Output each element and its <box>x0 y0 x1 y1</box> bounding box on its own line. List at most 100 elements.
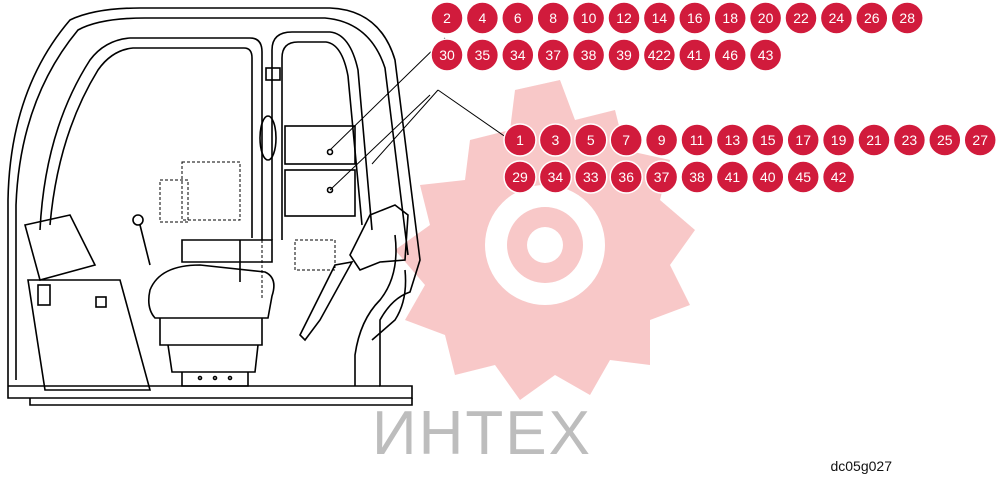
callout-badge-label: 22 <box>793 10 809 26</box>
callout-badge-label: 1 <box>516 132 524 148</box>
callout-badge-lower-33[interactable]: 33 <box>574 160 608 194</box>
callout-badge-label: 4 <box>479 10 487 26</box>
callout-badge-label: 26 <box>864 10 880 26</box>
callout-badge-lower-41[interactable]: 41 <box>715 160 750 194</box>
callout-badge-lower-37[interactable]: 37 <box>644 160 679 194</box>
callout-badge-label: 12 <box>616 10 632 26</box>
callout-badge-label: 38 <box>689 169 705 185</box>
callout-badge-label: 422 <box>648 47 672 63</box>
callout-badge-label: 43 <box>758 47 774 63</box>
callout-badge-label: 35 <box>475 47 491 63</box>
callout-badge-label: 17 <box>795 132 811 148</box>
callout-badge-lower-34[interactable]: 34 <box>538 160 573 194</box>
callout-badge-upper-28[interactable]: 28 <box>890 1 924 35</box>
callout-badge-label: 14 <box>652 10 668 26</box>
callout-badge-upper-422[interactable]: 422 <box>642 38 677 72</box>
callout-badge-upper-4[interactable]: 4 <box>465 1 500 35</box>
callout-badge-lower-1[interactable]: 1 <box>503 123 537 157</box>
callout-badge-label: 23 <box>902 132 918 148</box>
callout-badge-label: 41 <box>687 47 703 63</box>
callout-badge-upper-24[interactable]: 24 <box>819 1 854 35</box>
callout-badge-upper-30[interactable]: 30 <box>430 38 464 72</box>
callout-badge-upper-41[interactable]: 41 <box>678 38 712 72</box>
callout-badge-upper-8[interactable]: 8 <box>536 1 570 35</box>
callout-badge-label: 42 <box>831 169 847 185</box>
callout-badge-upper-12[interactable]: 12 <box>607 1 641 35</box>
callout-badge-lower-40[interactable]: 40 <box>751 160 785 194</box>
callout-badge-upper-16[interactable]: 16 <box>678 1 712 35</box>
callout-badge-label: 3 <box>552 132 560 148</box>
callout-badge-label: 8 <box>549 10 557 26</box>
callout-badge-upper-6[interactable]: 6 <box>501 1 535 35</box>
callout-badge-upper-39[interactable]: 39 <box>607 38 641 72</box>
callout-badge-lower-29[interactable]: 29 <box>503 160 537 194</box>
callout-badge-label: 34 <box>510 47 526 63</box>
callout-badge-label: 37 <box>654 169 670 185</box>
callout-badge-label: 46 <box>722 47 738 63</box>
callout-badge-lower-36[interactable]: 36 <box>609 160 643 194</box>
callout-badge-lower-45[interactable]: 45 <box>786 160 820 194</box>
callout-badge-label: 28 <box>899 10 915 26</box>
callout-badge-upper-2[interactable]: 2 <box>430 1 464 35</box>
callout-badge-lower-11[interactable]: 11 <box>680 123 714 157</box>
callout-badge-label: 15 <box>760 132 776 148</box>
callout-badge-lower-42[interactable]: 42 <box>821 160 856 194</box>
callout-badge-label: 2 <box>443 10 451 26</box>
callout-badge-label: 25 <box>937 132 953 148</box>
callout-badge-upper-22[interactable]: 22 <box>784 1 818 35</box>
callout-badge-lower-19[interactable]: 19 <box>821 123 856 157</box>
callout-badge-label: 36 <box>618 169 634 185</box>
callout-badge-label: 30 <box>439 47 455 63</box>
callout-badge-label: 18 <box>722 10 738 26</box>
callout-badge-label: 20 <box>758 10 774 26</box>
callout-badge-label: 45 <box>795 169 811 185</box>
callout-badge-lower-3[interactable]: 3 <box>538 123 573 157</box>
callout-badge-label: 37 <box>545 47 561 63</box>
callout-badge-lower-7[interactable]: 7 <box>609 123 643 157</box>
excavator-cab-drawing <box>7 7 421 406</box>
callout-badge-label: 21 <box>866 132 882 148</box>
watermark-text: ИНТЕХ <box>372 399 592 468</box>
callout-badge-lower-9[interactable]: 9 <box>644 123 679 157</box>
callout-badge-label: 7 <box>622 132 630 148</box>
drawing-code: dc05g027 <box>830 458 892 474</box>
callout-badge-label: 6 <box>514 10 522 26</box>
callout-badge-upper-14[interactable]: 14 <box>642 1 677 35</box>
callout-badge-upper-18[interactable]: 18 <box>713 1 747 35</box>
callout-badge-upper-26[interactable]: 26 <box>855 1 889 35</box>
callout-badge-upper-34[interactable]: 34 <box>501 38 535 72</box>
callout-badge-label: 16 <box>687 10 703 26</box>
callout-badge-label: 19 <box>831 132 847 148</box>
watermark-gear-logo <box>395 80 695 400</box>
callout-badge-label: 9 <box>658 132 666 148</box>
callout-badge-lower-15[interactable]: 15 <box>751 123 785 157</box>
callout-badge-label: 11 <box>690 132 705 148</box>
callout-badge-upper-10[interactable]: 10 <box>571 1 606 35</box>
callout-badge-upper-35[interactable]: 35 <box>465 38 500 72</box>
callout-badge-lower-23[interactable]: 23 <box>892 123 927 157</box>
callout-badge-label: 33 <box>583 169 599 185</box>
callout-badge-label: 24 <box>829 10 845 26</box>
callout-badge-label: 27 <box>972 132 988 148</box>
callout-badge-label: 39 <box>616 47 632 63</box>
callout-badge-lower-27[interactable]: 27 <box>963 123 997 157</box>
callout-badge-upper-38[interactable]: 38 <box>571 38 606 72</box>
callout-badge-lower-5[interactable]: 5 <box>574 123 608 157</box>
callout-badge-label: 13 <box>725 132 741 148</box>
callout-badge-label: 5 <box>587 132 595 148</box>
callout-badge-label: 40 <box>760 169 776 185</box>
callout-badge-lower-21[interactable]: 21 <box>857 123 891 157</box>
callout-badge-label: 38 <box>581 47 597 63</box>
callout-badge-upper-43[interactable]: 43 <box>748 38 783 72</box>
callout-badge-lower-38[interactable]: 38 <box>680 160 714 194</box>
callout-badge-lower-25[interactable]: 25 <box>928 123 962 157</box>
callout-badge-upper-46[interactable]: 46 <box>713 38 747 72</box>
callout-badge-upper-37[interactable]: 37 <box>536 38 570 72</box>
callout-badge-lower-13[interactable]: 13 <box>715 123 750 157</box>
callout-badge-label: 29 <box>512 169 528 185</box>
callout-badge-upper-20[interactable]: 20 <box>748 1 783 35</box>
callout-badge-lower-17[interactable]: 17 <box>786 123 820 157</box>
callout-badge-label: 41 <box>725 169 741 185</box>
